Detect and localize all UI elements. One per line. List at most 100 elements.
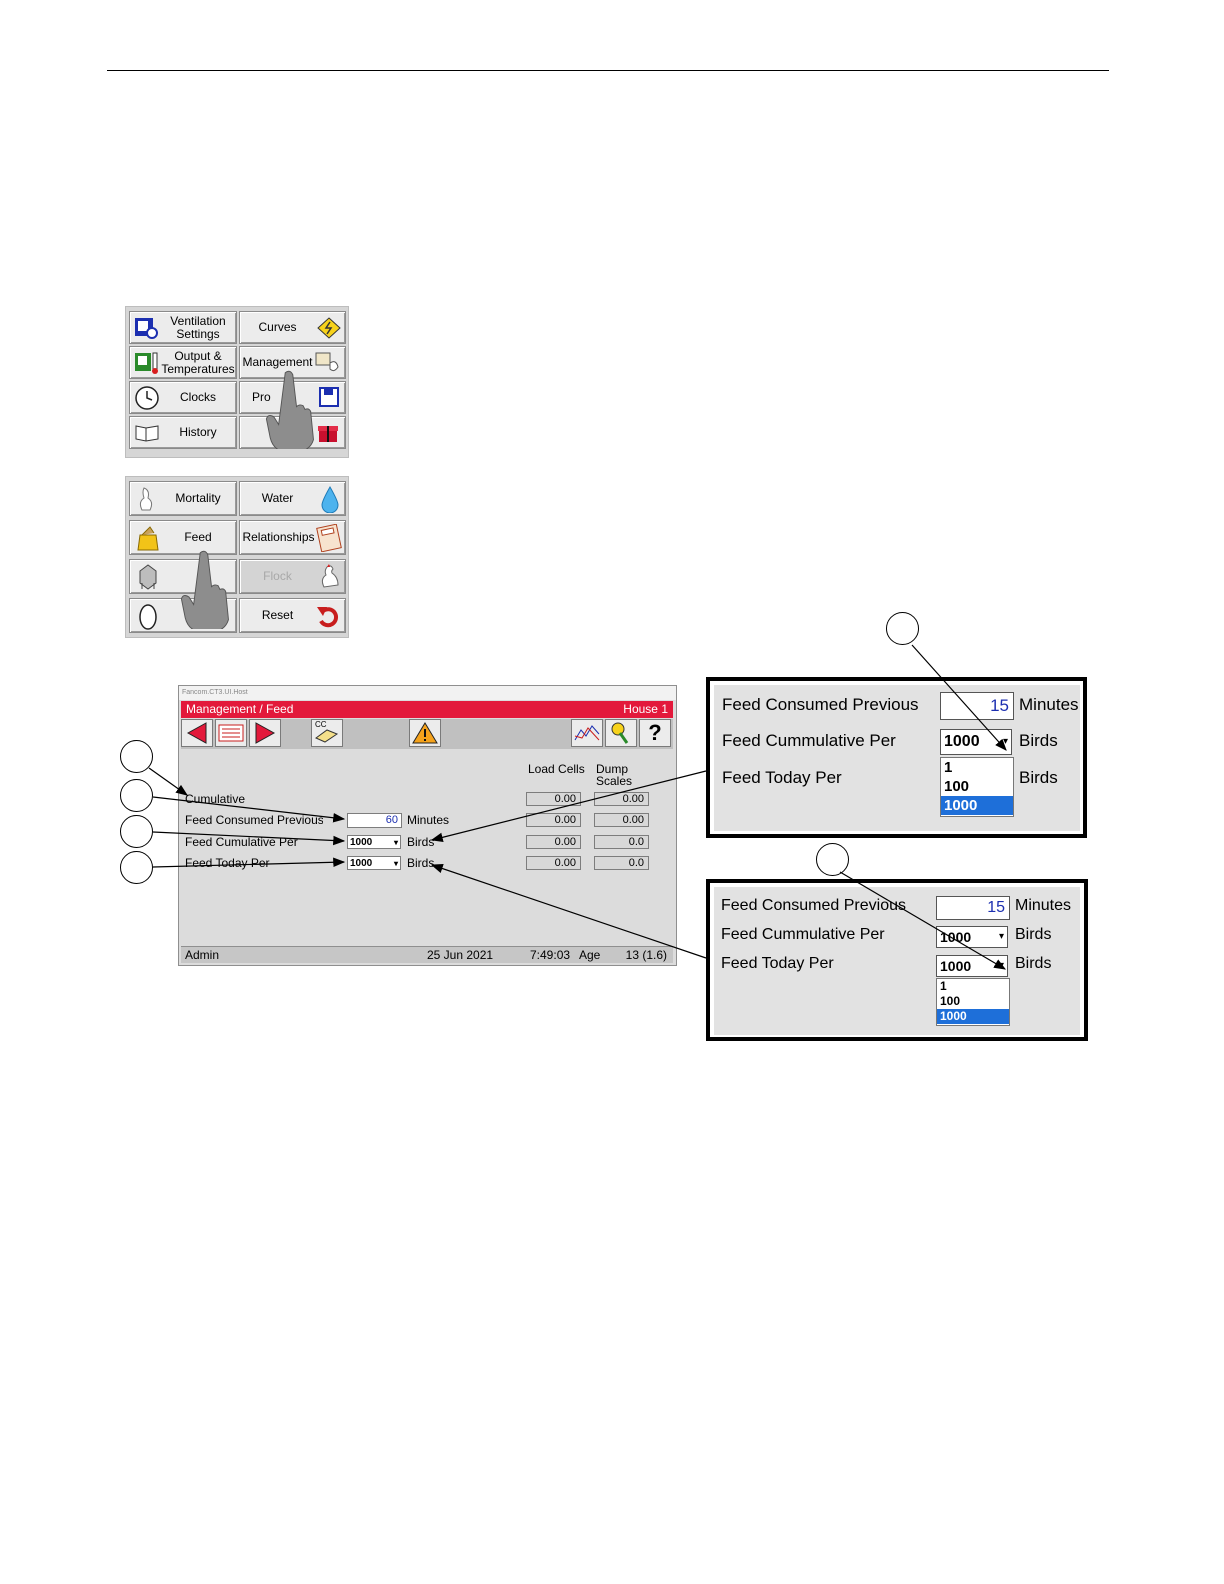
zoom-feed-consumed-previous-input[interactable]: 15: [940, 692, 1014, 720]
status-bar: Admin 25 Jun 2021 7:49:03 Age 13 (1.6): [181, 946, 673, 963]
curves-button[interactable]: Curves: [239, 311, 346, 344]
main-menu-panel: Ventilation Settings Curves Output & Tem…: [125, 306, 349, 458]
management-menu-panel: Mortality Water Feed Relationships Flock: [125, 476, 349, 638]
warning-icon: [412, 722, 438, 744]
curves-label: Curves: [258, 320, 297, 334]
page-header-rule: [107, 70, 1109, 71]
zoom-minutes-label: Minutes: [1015, 897, 1072, 914]
history-button[interactable]: History: [129, 416, 237, 449]
gift-box-icon: [317, 421, 339, 446]
zoom-feed-consumed-previous-value: 15: [990, 696, 1009, 715]
zoom-dropdown-list[interactable]: 1 100 1000: [940, 757, 1014, 817]
load-cells-cumulative: 0.00: [526, 792, 581, 806]
zoom-feed-cumulative-per-value: 1000: [940, 929, 972, 945]
callout-circle: [886, 612, 919, 645]
graph-icon: [574, 725, 600, 741]
feed-scoop-icon: [315, 729, 339, 743]
dead-bird-icon: [136, 486, 158, 515]
list-button[interactable]: [215, 719, 247, 747]
history-label: History: [179, 425, 217, 439]
back-button[interactable]: [181, 719, 213, 747]
output-temperatures-button[interactable]: Output & Temperatures: [129, 346, 237, 379]
cc-label: CC: [315, 720, 327, 729]
forward-button[interactable]: [249, 719, 281, 747]
dropdown-option[interactable]: 1: [944, 759, 953, 776]
dropdown-option-selected[interactable]: 1000: [937, 1009, 1009, 1024]
callout-circle: [120, 851, 153, 884]
zoom-birds-label: Birds: [1015, 955, 1052, 972]
callout-circle: [120, 740, 153, 773]
ventilation-icon: [134, 317, 158, 342]
zoom-dropdown-list[interactable]: 1 100 1000: [936, 978, 1010, 1026]
status-age-value: 13 (1.6): [625, 948, 667, 962]
header-bar: Management / Feed House 1: [181, 701, 673, 718]
zoom-birds-label: Birds: [1019, 731, 1058, 750]
management-label: Management: [242, 355, 313, 369]
zoom-feed-consumed-previous-input[interactable]: 15: [936, 896, 1010, 920]
house-label: House 1: [623, 702, 668, 716]
ventilation-settings-label: Ventilation Settings: [170, 313, 226, 341]
feed-consumed-previous-label: Feed Consumed Previous: [185, 813, 323, 827]
program-label: Pro: [252, 390, 271, 404]
zoom-birds-label: Birds: [1019, 768, 1058, 787]
graph-button[interactable]: [571, 719, 603, 747]
alarm-button[interactable]: [409, 719, 441, 747]
feed-button[interactable]: Feed: [129, 520, 237, 555]
dump-scales-consumed-previous: 0.00: [594, 813, 649, 827]
relationships-label: Relationships: [242, 530, 315, 544]
egg-icon: [138, 601, 158, 634]
flock-label: Flock: [263, 569, 292, 583]
status-date: 25 Jun 2021: [427, 948, 494, 962]
ventilation-settings-button[interactable]: Ventilation Settings: [129, 311, 237, 344]
flock-button[interactable]: Flock: [239, 559, 346, 594]
dump-scales-today-per: 0.0: [594, 856, 649, 870]
dropdown-option[interactable]: 100: [940, 994, 961, 1008]
birds-unit-label: Birds: [407, 835, 435, 849]
dump-scales-cumulative-per: 0.0: [594, 835, 649, 849]
list-icon: [218, 724, 244, 742]
mortality-button[interactable]: Mortality: [129, 481, 237, 516]
window-title: Fancom.CT3.UI.Host: [179, 686, 676, 700]
help-button[interactable]: ?: [639, 719, 671, 747]
feed-cumulative-per-value: 1000: [350, 837, 373, 848]
history-book-icon: [134, 422, 160, 445]
settings-key-button[interactable]: [605, 719, 637, 747]
reset-button[interactable]: Reset: [239, 598, 346, 633]
zoom-callout-cumulative: Feed Consumed Previous 15 Minutes Feed C…: [706, 677, 1087, 838]
callout-circle: [120, 779, 153, 812]
pointing-hand-icon: [265, 370, 314, 449]
dropdown-option-selected[interactable]: 1000: [941, 796, 1013, 815]
water-button[interactable]: Water: [239, 481, 346, 516]
load-cells-header: Load Cells: [528, 762, 585, 776]
zoom-panel-background: [714, 887, 1080, 1035]
floppy-disk-icon: [319, 387, 339, 410]
calculator-icon: [316, 523, 342, 555]
curves-icon: [317, 317, 341, 342]
load-cells-cumulative-per: 0.00: [526, 835, 581, 849]
water-label: Water: [261, 491, 294, 505]
relationships-button[interactable]: Relationships: [239, 520, 346, 555]
zoom-feed-cumulative-per-value: 1000: [944, 733, 980, 750]
dropdown-option[interactable]: 100: [944, 778, 970, 795]
cc-button[interactable]: CC: [311, 719, 343, 747]
zoom-birds-label: Birds: [1015, 926, 1052, 943]
status-user: Admin: [185, 948, 220, 962]
feed-cumulative-per-select[interactable]: 1000 ▾: [347, 835, 401, 849]
zoom-feed-cumulative-per-select[interactable]: 1000 ▾: [936, 926, 1008, 948]
mortality-label: Mortality: [175, 491, 221, 505]
feed-today-per-select[interactable]: 1000 ▾: [347, 856, 401, 870]
chevron-down-icon: ▾: [393, 838, 398, 847]
feed-label: Feed: [184, 530, 212, 544]
zoom-feed-consumed-previous-label: Feed Consumed Previous: [721, 897, 906, 914]
silo-icon: [138, 563, 158, 594]
status-age-label: Age: [579, 948, 601, 962]
zoom-feed-cumulative-per-label: Feed Cummulative Per: [722, 731, 896, 750]
feed-consumed-previous-input[interactable]: 60: [347, 813, 402, 828]
zoom-callout-today: Feed Consumed Previous 15 Minutes Feed C…: [706, 879, 1088, 1041]
dropdown-option[interactable]: 1: [940, 979, 947, 993]
clocks-button[interactable]: Clocks: [129, 381, 237, 414]
output-temperatures-label: Output & Temperatures: [161, 348, 235, 376]
feed-bag-icon: [136, 525, 160, 554]
zoom-feed-today-per-label: Feed Today Per: [721, 955, 834, 972]
